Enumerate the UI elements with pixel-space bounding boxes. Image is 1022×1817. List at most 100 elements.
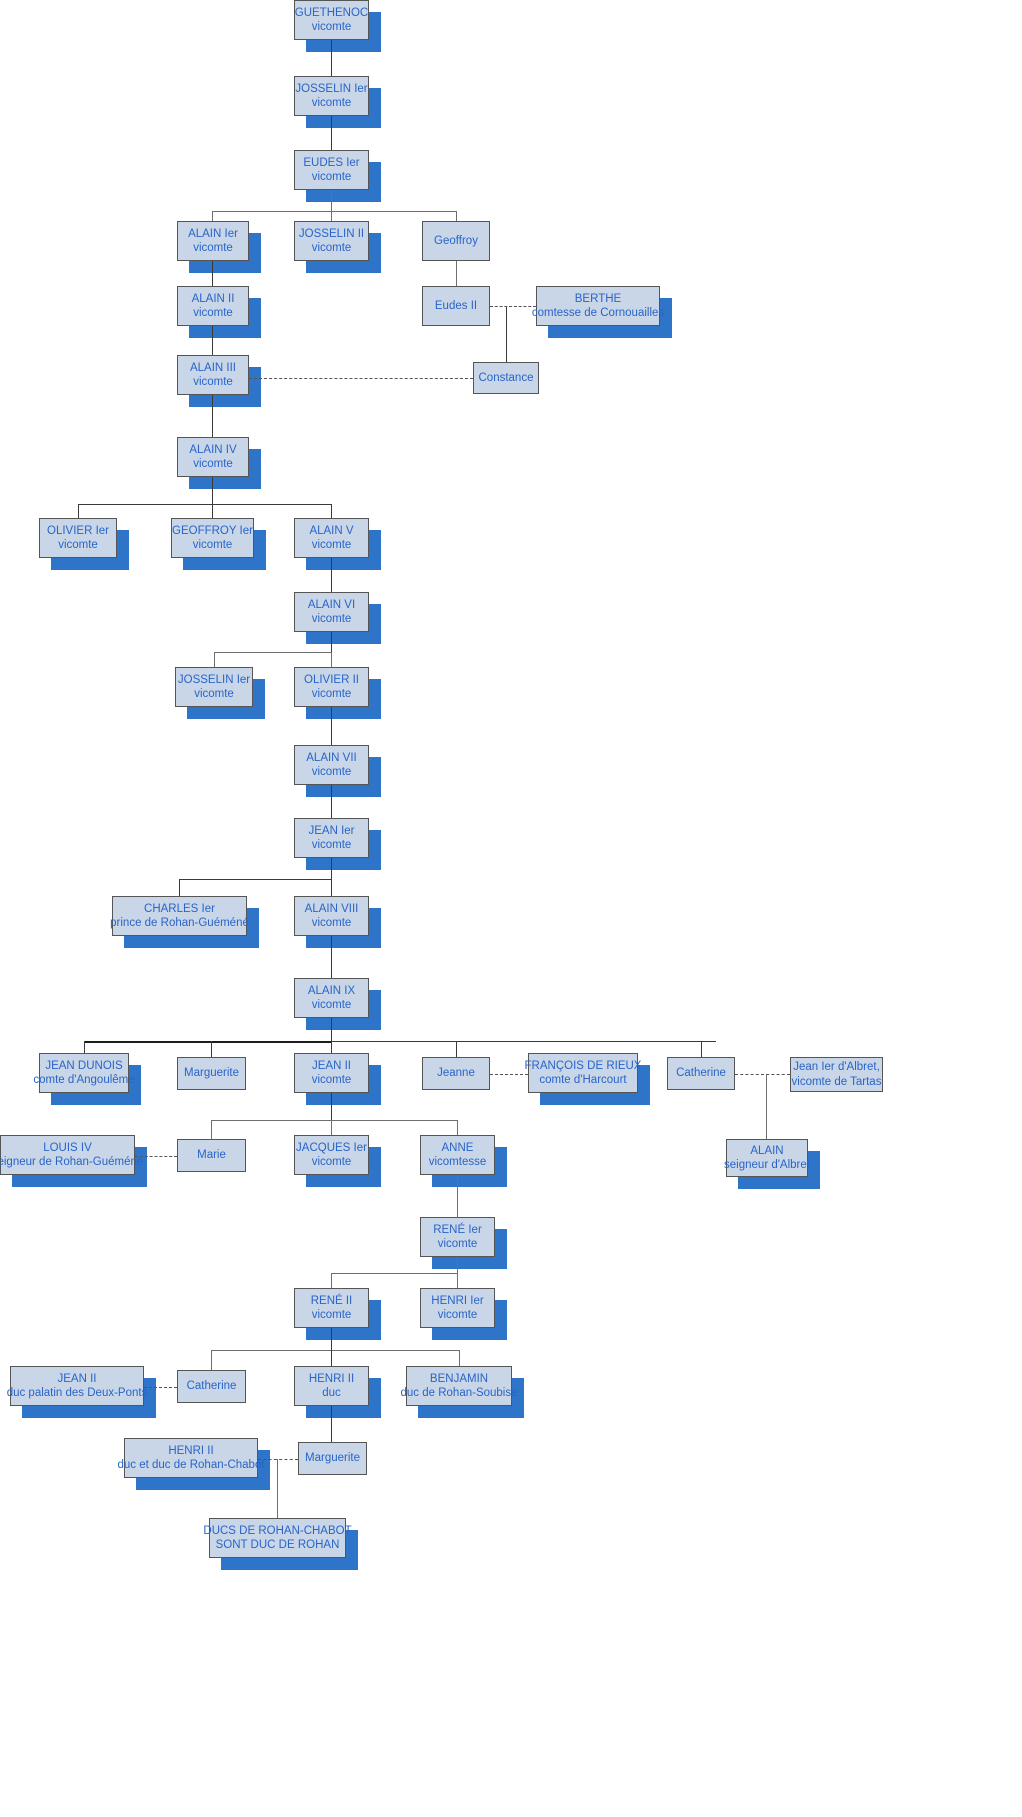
node-label-primary: HENRI II bbox=[308, 1372, 355, 1385]
connector-geoffroy-eudes2 bbox=[456, 261, 458, 286]
node-label-secondary: seigneur d'Albret bbox=[724, 1159, 810, 1171]
connector-olivier2-alain7 bbox=[331, 707, 333, 745]
node-label-secondary: vicomte bbox=[311, 839, 352, 851]
node-label-primary: Marguerite bbox=[184, 1067, 239, 1080]
connector-to-marguerite1 bbox=[211, 1041, 213, 1057]
connector-eudes2-constance bbox=[506, 306, 508, 362]
connector-jean2v-bus bbox=[211, 1120, 458, 1122]
connector-to-josselin2 bbox=[331, 190, 333, 221]
node-label-primary: Marguerite bbox=[305, 1452, 360, 1465]
node-marie[interactable]: Marie bbox=[177, 1139, 246, 1172]
node-label-primary: Catherine bbox=[676, 1067, 726, 1080]
connector-anne-rene1 bbox=[457, 1175, 459, 1217]
node-jean1[interactable]: JEAN Ier vicomte bbox=[294, 818, 369, 858]
connector-catherine-alainalbret bbox=[766, 1074, 768, 1139]
connector-to-catherine2 bbox=[211, 1350, 213, 1370]
node-label-secondary: vicomte bbox=[311, 613, 352, 625]
node-catherine2[interactable]: Catherine bbox=[177, 1370, 246, 1403]
node-label-secondary: duc de Rohan-Soubise bbox=[400, 1387, 518, 1399]
connector-eudes1-bus bbox=[212, 211, 457, 213]
node-eudes2[interactable]: Eudes II bbox=[422, 286, 490, 326]
connector-rene1-down bbox=[457, 1257, 459, 1274]
node-catherine1[interactable]: Catherine bbox=[667, 1057, 735, 1090]
connector-to-marie bbox=[211, 1120, 213, 1139]
connector-rene1-bus bbox=[331, 1273, 458, 1275]
node-label-primary: Geoffroy bbox=[434, 234, 478, 247]
connector-alain8-alain9 bbox=[331, 936, 333, 978]
connector-alain5-alain6 bbox=[331, 558, 333, 592]
node-constance[interactable]: Constance bbox=[473, 362, 539, 394]
node-label-primary: JEAN II bbox=[57, 1372, 97, 1385]
node-label-secondary: vicomte bbox=[311, 1074, 352, 1086]
node-jeandunois[interactable]: JEAN DUNOIS comte d'Angoulême bbox=[33, 1053, 135, 1093]
node-label-secondary: SONT DUC DE ROHAN bbox=[215, 1539, 340, 1551]
node-label-primary: ALAIN Ier bbox=[188, 227, 238, 240]
connector-to-henri2duc bbox=[331, 1350, 333, 1366]
connector-rene2-bus bbox=[211, 1350, 459, 1352]
marriage-alain3-constance bbox=[249, 378, 473, 379]
node-label-primary: EUDES Ier bbox=[303, 156, 360, 169]
node-label-primary: GEOFFROY Ier bbox=[172, 524, 253, 537]
node-jeanne[interactable]: Jeanne bbox=[422, 1057, 490, 1090]
node-marguerite1[interactable]: Marguerite bbox=[177, 1057, 246, 1090]
node-label-primary: JEAN DUNOIS bbox=[45, 1059, 123, 1072]
connector-to-jacques1 bbox=[331, 1120, 333, 1135]
node-label-primary: Constance bbox=[478, 371, 534, 384]
node-jeanalbret[interactable]: Jean Ier d'Albret,vicomte de Tartas bbox=[790, 1057, 883, 1092]
node-label-primary: JEAN Ier bbox=[308, 824, 355, 837]
connector-alain3-alain4 bbox=[212, 395, 214, 437]
node-label-primary: ALAIN III bbox=[189, 361, 237, 374]
node-label-primary: Marie bbox=[197, 1149, 226, 1162]
node-label-secondary: vicomte bbox=[193, 307, 233, 319]
node-marguerite2[interactable]: Marguerite bbox=[298, 1442, 367, 1475]
connector-alain6-bus bbox=[214, 652, 332, 654]
connector-to-rene2 bbox=[331, 1273, 333, 1288]
node-label-primary: CHARLES Ier bbox=[144, 902, 215, 915]
connector-to-catherine1 bbox=[701, 1041, 703, 1057]
connector-henri2duc-marguerite2 bbox=[331, 1406, 333, 1442]
node-geoffroy[interactable]: Geoffroy bbox=[422, 221, 490, 261]
node-label-secondary: vicomte bbox=[193, 242, 233, 254]
node-label-primary: ANNE bbox=[441, 1141, 474, 1154]
node-label-secondary: comte d'Angoulême bbox=[33, 1074, 135, 1086]
connector-to-henri1 bbox=[457, 1273, 459, 1288]
node-label-secondary: vicomte de Tartas bbox=[791, 1075, 882, 1088]
node-label-secondary: vicomte bbox=[311, 999, 352, 1011]
node-alain1[interactable]: ALAIN Ier vicomte bbox=[177, 221, 249, 261]
node-label-primary: RENÉ II bbox=[310, 1294, 353, 1307]
node-label-primary: GUETHENOC bbox=[294, 6, 369, 19]
node-label-secondary: comtesse de Cornouailles bbox=[531, 307, 665, 319]
